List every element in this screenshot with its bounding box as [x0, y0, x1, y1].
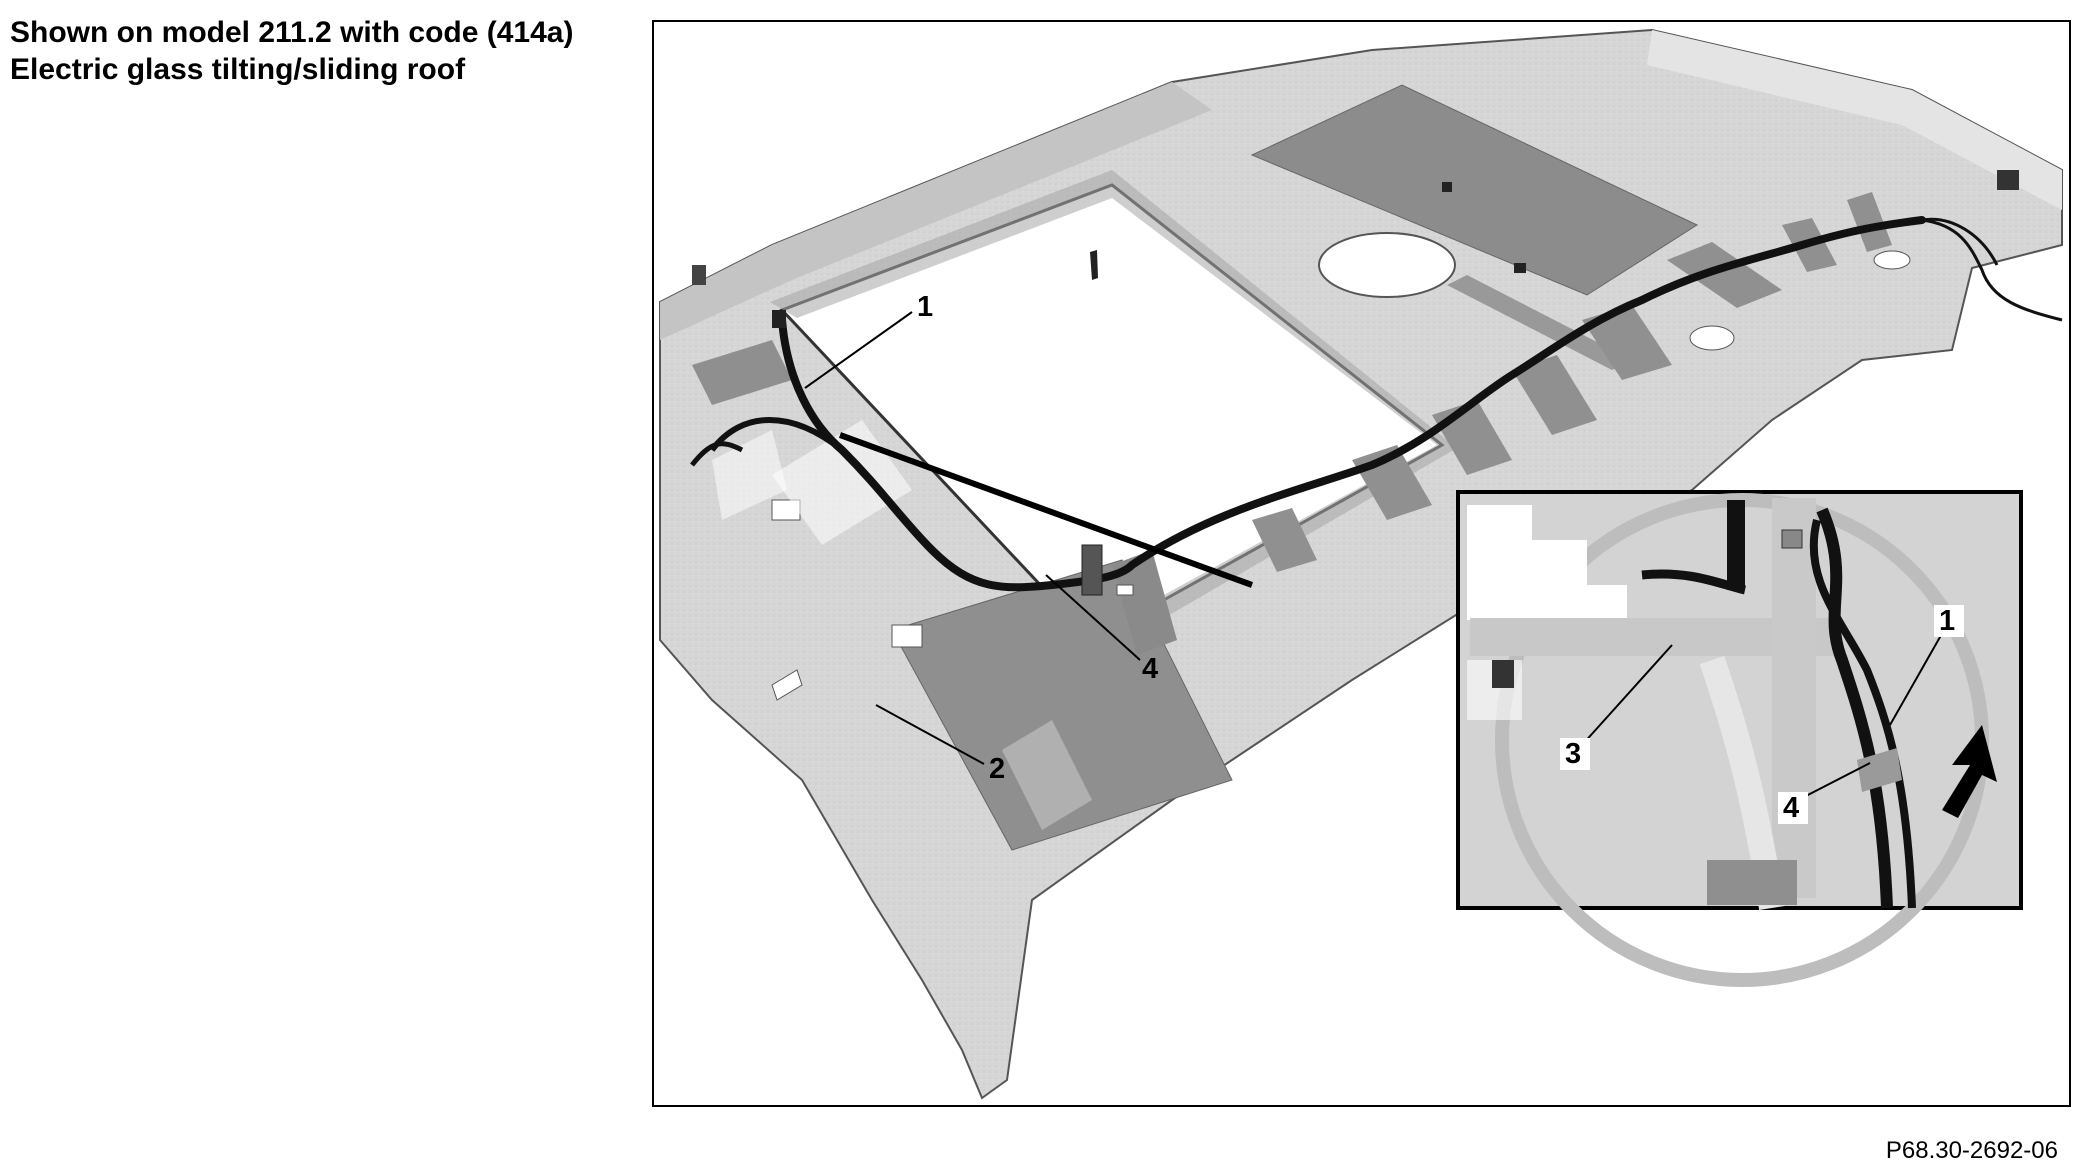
mounting-point-b — [1514, 263, 1526, 273]
tape-strip-b — [1667, 242, 1782, 308]
inset-vertical-rail — [1772, 498, 1816, 898]
figure-frame: 1 2 4 — [652, 20, 2071, 1107]
inset-callout-3-leader — [1581, 644, 1673, 746]
wiring-tail-b — [1921, 217, 1999, 266]
inset-clip — [1492, 660, 1514, 688]
callout-1-inset: 1 — [1939, 605, 1955, 637]
mounting-point-a — [1442, 182, 1452, 192]
rear-edge-highlight — [1647, 30, 2062, 210]
inset-leader-line — [838, 432, 1254, 588]
wiring-harness-main — [778, 216, 1926, 592]
direction-arrow-icon — [1942, 725, 1997, 818]
inset-connector — [1781, 529, 1803, 549]
inset-harness-main — [1816, 507, 1893, 909]
clip-cutout-c — [1873, 250, 1911, 270]
clip-cutout-f — [771, 669, 803, 701]
mounting-point-c — [692, 265, 706, 285]
tape-strip-e — [1582, 305, 1672, 380]
tape-strip-f — [1512, 355, 1597, 435]
tape-strip-j — [1112, 550, 1177, 655]
callout-2-main: 2 — [989, 753, 1005, 785]
front-edge-shade — [660, 82, 1212, 340]
inset-callout-1-bg — [1934, 605, 1964, 637]
callout-4-leader — [1045, 574, 1141, 661]
inset-callout-4-bg — [1778, 792, 1808, 824]
tape-strip-i — [1252, 508, 1317, 572]
inset-tape-bottom — [1707, 860, 1797, 905]
inset-tape-wrap — [1857, 748, 1902, 792]
motor-bracket — [1081, 544, 1103, 596]
inset-harness-secondary — [1809, 519, 1916, 909]
tape-pad-small — [1002, 720, 1092, 830]
inset-cable-horizontal — [1641, 569, 1747, 595]
tape-strip-d — [1847, 192, 1892, 252]
figure-reference-code: P68.30-2692-06 — [1885, 1137, 2058, 1164]
inset-callout-1-leader — [1889, 629, 1945, 726]
inset-callout-3-bg — [1560, 738, 1590, 770]
insulation-pad-rear — [1250, 84, 1699, 296]
caption: Shown on model 211.2 with code (414a) El… — [10, 14, 573, 88]
inset-cutout-top-left — [1467, 505, 1627, 620]
clip-cutout-d — [1689, 325, 1735, 351]
callout-1-main: 1 — [917, 291, 933, 323]
wiring-branch-front — [709, 417, 844, 453]
wiring-branch-front-b — [690, 441, 744, 467]
inset-cable-stub — [1727, 500, 1745, 590]
callout-3-inset: 3 — [1565, 738, 1581, 770]
clip-cutout-e — [1116, 584, 1134, 596]
inset-detail: 1 3 4 — [1456, 490, 2023, 987]
tape-strip-a — [1447, 275, 1632, 370]
caption-model-line: Shown on model 211.2 with code (414a) — [10, 16, 574, 49]
front-grille-cutout-b — [712, 430, 787, 520]
clip-cutout-a — [891, 624, 923, 648]
lamp-cutout — [1318, 232, 1456, 298]
connector-front — [772, 310, 786, 328]
wiring-tail — [1921, 218, 2063, 322]
callout-4-inset: 4 — [1783, 792, 1799, 824]
tape-pad-front-left — [692, 340, 792, 405]
headliner-illustration: 1 2 4 — [652, 20, 2071, 1107]
connector-rear — [1997, 170, 2019, 190]
cable-clip — [1090, 250, 1098, 280]
inset-callout-4-leader — [1801, 762, 1871, 799]
callout-4-main: 4 — [1142, 653, 1158, 685]
callout-1-leader — [804, 311, 913, 389]
caption-feature-line: Electric glass tilting/sliding roof — [10, 53, 466, 86]
callout-2-leader — [875, 704, 985, 765]
